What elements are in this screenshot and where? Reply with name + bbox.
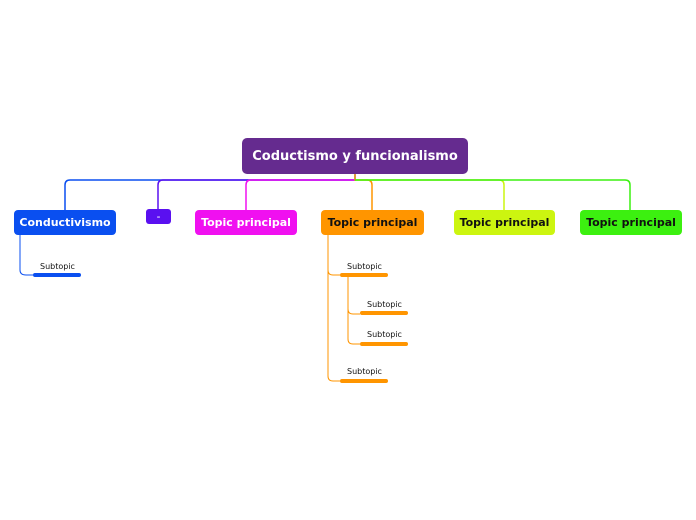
central-topic[interactable]: Coductismo y funcionalismo [242, 138, 468, 174]
connector-conductivismo [64, 174, 356, 210]
topic-label: – [156, 212, 161, 221]
subtopic-conductivismo[interactable]: Subtopic [40, 262, 75, 271]
topic-principal-lime[interactable]: Topic principal [454, 210, 555, 235]
subtopic-orange-1-child-2[interactable]: Subtopic [367, 330, 402, 339]
topic-label: Topic principal [459, 216, 550, 229]
connector-topic-lime [355, 179, 505, 210]
subtopic-label: Subtopic [347, 262, 382, 271]
subtopic-label: Subtopic [347, 367, 382, 376]
connector-dash-topic [157, 179, 355, 209]
subtopic-underline [360, 342, 408, 346]
topic-dash[interactable]: – [146, 209, 171, 224]
central-topic-label: Coductismo y funcionalismo [252, 148, 458, 164]
topic-conductivismo[interactable]: Conductivismo [14, 210, 116, 235]
connector-topic-magenta [245, 179, 355, 210]
subtopic-underline [33, 273, 81, 277]
subtopic-label: Subtopic [367, 300, 402, 309]
topic-principal-magenta[interactable]: Topic principal [195, 210, 297, 235]
connector-orange-subtopics [327, 235, 340, 382]
subtopic-underline [360, 311, 408, 315]
subtopic-label: Subtopic [367, 330, 402, 339]
subtopic-underline [340, 379, 388, 383]
subtopic-orange-1[interactable]: Subtopic [347, 262, 382, 271]
topic-label: Topic principal [586, 216, 676, 229]
connector-topic-green [355, 179, 631, 210]
subtopic-orange-1-child-1[interactable]: Subtopic [367, 300, 402, 309]
subtopic-underline [340, 273, 388, 277]
subtopic-orange-2[interactable]: Subtopic [347, 367, 382, 376]
connector-conductivismo-subtopic [19, 235, 33, 276]
topic-principal-green[interactable]: Topic principal [580, 210, 682, 235]
topic-label: Topic principal [201, 216, 291, 229]
connector-orange-children [347, 277, 360, 345]
topic-label: Conductivismo [19, 216, 111, 229]
subtopic-label: Subtopic [40, 262, 75, 271]
topic-principal-orange[interactable]: Topic principal [321, 210, 424, 235]
topic-label: Topic principal [327, 216, 418, 229]
